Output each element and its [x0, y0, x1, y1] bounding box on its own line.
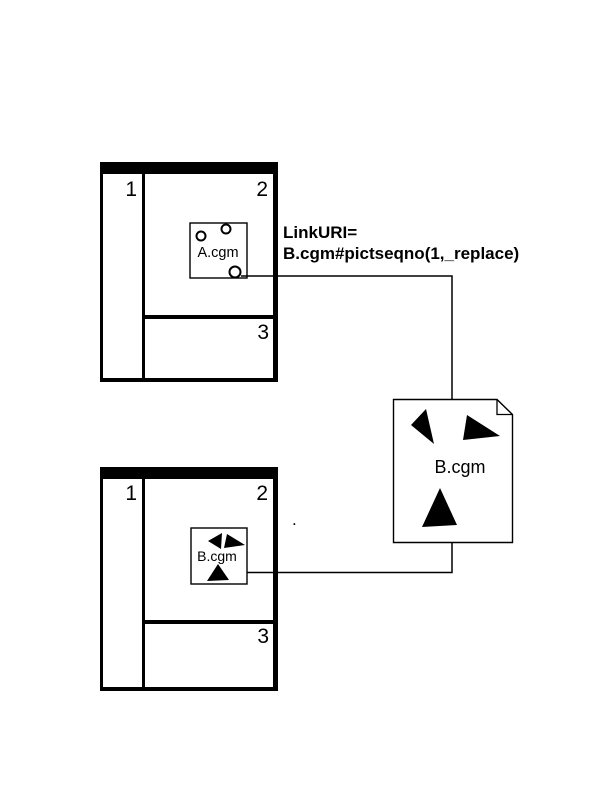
picture-acgm: A.cgm: [189, 222, 248, 279]
connector-replace-line: [247, 542, 453, 574]
frame-2-label: 2: [256, 482, 268, 505]
frame-divider-vertical: [142, 479, 145, 691]
link-uri-annotation: LinkURI= B.cgm#pictseqno(1,_replace): [283, 223, 519, 263]
triangle-up-icon: [207, 564, 229, 581]
frame-3-label: 3: [257, 625, 269, 648]
picture-bcgm: B.cgm: [190, 527, 248, 585]
frame-divider-horizontal: [142, 620, 278, 624]
frame-border-right: [273, 162, 278, 382]
link-uri-line1: LinkURI=: [283, 223, 357, 242]
frame-2-label: 2: [256, 178, 268, 201]
title-bar: [100, 467, 278, 479]
frame-border-left: [100, 162, 103, 382]
frame-divider-horizontal: [142, 315, 278, 319]
picture-label: A.cgm: [197, 245, 238, 261]
hotspot-circle-icon: [228, 265, 242, 279]
document-label: B.cgm: [434, 457, 485, 477]
frame-border-left: [100, 467, 103, 691]
triangle-left-icon: [411, 409, 434, 444]
hotspot-circle-icon: [195, 230, 207, 242]
dog-ear-fold-icon: [496, 399, 513, 416]
bcgm-document-icon: B.cgm: [392, 398, 514, 544]
stray-dot: .: [292, 510, 297, 529]
connector-link-line: [241, 275, 453, 399]
frame-1-label: 1: [125, 482, 137, 505]
frame-border-bottom: [100, 687, 278, 691]
triangle-right-icon: [224, 534, 245, 548]
page-layout-after: 1 2 3 B.cgm: [100, 467, 278, 691]
title-bar: [100, 162, 278, 174]
triangle-right-icon: [463, 415, 500, 440]
frame-border-right: [273, 467, 278, 691]
hotspot-circle-icon: [220, 223, 232, 235]
frame-border-bottom: [100, 378, 278, 382]
page-layout-before: 1 2 3 A.cgm: [100, 162, 278, 382]
link-uri-line2: B.cgm#pictseqno(1,_replace): [283, 244, 519, 263]
triangle-left-icon: [208, 533, 222, 549]
picture-label: B.cgm: [197, 548, 237, 564]
triangle-up-icon: [422, 488, 457, 527]
frame-1-label: 1: [125, 178, 137, 201]
frame-3-label: 3: [257, 321, 269, 344]
frame-divider-vertical: [142, 174, 145, 382]
